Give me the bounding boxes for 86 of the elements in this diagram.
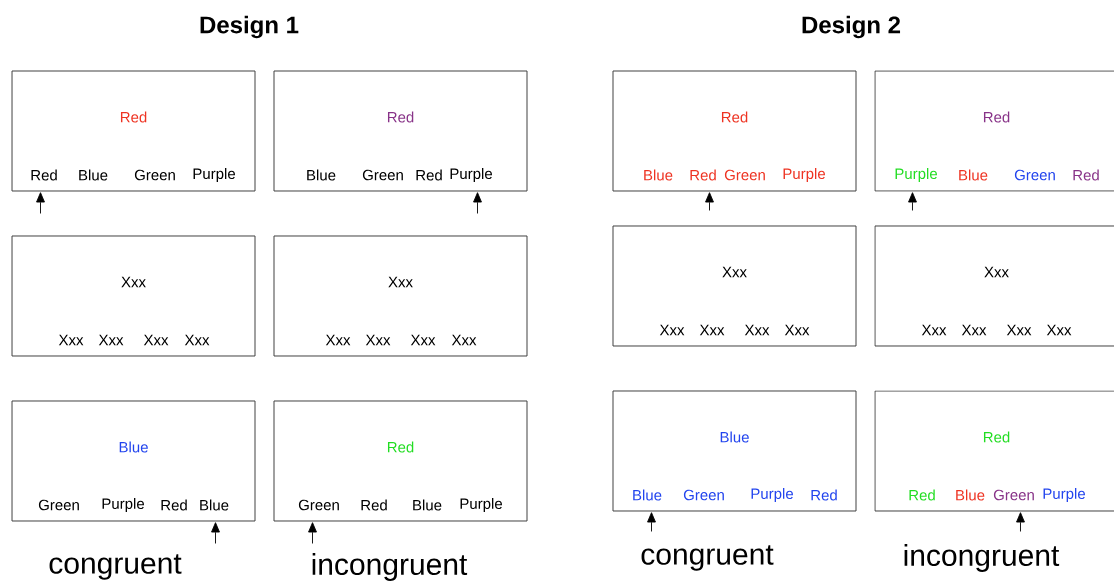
word-option: Blue (644, 169, 673, 181)
color-word: Red (387, 441, 414, 453)
stimulus-box (874, 70, 1114, 192)
stimulus-box (11, 70, 256, 192)
stimulus-box (874, 225, 1114, 347)
color-word: Red (983, 431, 1010, 443)
color-word: Red (983, 111, 1010, 123)
word-option: Blue (200, 499, 229, 511)
stimulus-box (11, 235, 256, 357)
condition-label: incongruent (312, 553, 468, 581)
word-option: Red (361, 499, 387, 511)
word-option: Xxx (143, 334, 169, 346)
word-option: Green (298, 499, 339, 511)
word-option: Red (416, 169, 442, 181)
word-option: Xxx (1006, 324, 1032, 336)
arrow (211, 522, 220, 544)
word-option: Red (161, 499, 187, 511)
arrow (1016, 512, 1025, 532)
word-option: Purple (1043, 488, 1085, 502)
stimulus-box (612, 225, 857, 347)
word-option: Xxx (410, 334, 436, 346)
arrow (647, 512, 656, 532)
word-option: Purple (450, 168, 492, 182)
stimulus-box (273, 235, 528, 357)
color-word: Xxx (121, 276, 146, 288)
word-option: Green (362, 169, 403, 181)
word-option: Xxx (184, 334, 210, 346)
word-option: Blue (959, 169, 988, 181)
word-option: Xxx (659, 324, 685, 336)
word-option: Green (134, 169, 175, 181)
word-option: Xxx (961, 324, 987, 336)
word-option: Green (38, 499, 79, 511)
word-option: Blue (956, 489, 985, 501)
word-option: Purple (102, 498, 144, 512)
arrow (308, 522, 317, 544)
heading: Design 2 (802, 15, 901, 39)
word-option: Red (909, 489, 935, 501)
word-option: Blue (79, 169, 108, 181)
stimulus-box (11, 400, 256, 522)
color-word: Xxx (388, 276, 413, 288)
word-option: Xxx (98, 334, 124, 346)
stimulus-box (874, 390, 1114, 512)
word-option: Blue (413, 499, 442, 511)
color-word: Red (721, 111, 748, 123)
arrow (36, 192, 45, 214)
stimulus-box (612, 390, 857, 512)
word-option: Xxx (58, 334, 84, 346)
word-option: Xxx (325, 334, 351, 346)
word-option: Red (690, 169, 716, 181)
word-option: Xxx (451, 334, 477, 346)
word-option: Purple (193, 168, 235, 182)
word-option: Purple (751, 488, 793, 502)
word-option: Red (811, 489, 837, 501)
stimulus-box (612, 70, 857, 192)
word-option: Blue (633, 489, 662, 501)
word-option: Red (31, 169, 57, 181)
word-option: Xxx (784, 324, 810, 336)
word-option: Blue (307, 169, 336, 181)
stimulus-box (273, 70, 528, 192)
stimulus-box (273, 400, 528, 522)
arrow (908, 192, 917, 211)
condition-label: congruent (49, 554, 182, 580)
heading: Design 1 (200, 15, 299, 39)
color-word: Red (387, 111, 414, 123)
word-option: Xxx (1046, 324, 1072, 336)
word-option: Red (1073, 169, 1099, 181)
color-word: Xxx (984, 266, 1009, 278)
word-option: Green (993, 489, 1034, 501)
word-option: Purple (460, 498, 502, 512)
word-option: Purple (783, 168, 825, 182)
word-option: Xxx (744, 324, 770, 336)
color-word: Red (121, 111, 147, 123)
color-word: Blue (720, 431, 749, 443)
arrow (705, 192, 714, 211)
word-option: Xxx (365, 334, 391, 346)
word-option: Green (1014, 169, 1055, 181)
condition-label: incongruent (904, 544, 1060, 572)
condition-label: congruent (641, 545, 774, 571)
color-word: Blue (119, 441, 148, 453)
word-option: Green (683, 489, 724, 501)
arrow (473, 192, 482, 214)
color-word: Xxx (722, 266, 747, 278)
word-option: Xxx (921, 324, 947, 336)
word-option: Purple (895, 168, 937, 182)
word-option: Green (724, 169, 765, 181)
word-option: Xxx (699, 324, 725, 336)
